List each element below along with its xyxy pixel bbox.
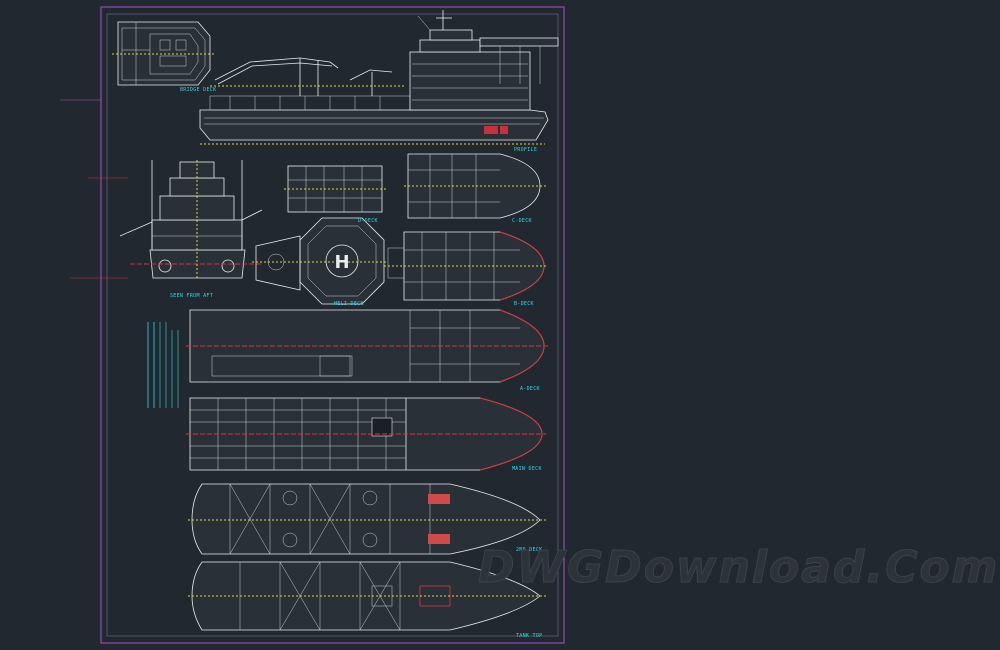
a-deck-plan	[186, 309, 548, 383]
label-profile: PROFILE	[514, 147, 537, 153]
label-b-deck: B-DECK	[514, 301, 534, 307]
label-c-deck: C-DECK	[512, 218, 532, 224]
label-main-deck: MAIN DECK	[512, 466, 542, 472]
heli-marker: H	[334, 252, 349, 273]
second-deck-plan	[188, 483, 546, 555]
c-deck-plan	[404, 153, 546, 219]
sheet-inner-frame	[106, 13, 559, 637]
watermark-text: DWGDownload.Com	[478, 542, 999, 593]
b-deck-plan	[384, 231, 548, 301]
label-heli-deck: HELI DECK	[334, 301, 364, 307]
general-notes-block	[147, 322, 179, 408]
seen-from-aft-view	[119, 160, 263, 280]
label-bridge-deck: BRIDGE DECK	[180, 87, 216, 93]
label-tank-top: TANK TOP	[516, 633, 542, 639]
bridge-deck-plan	[112, 21, 214, 86]
profile-view	[199, 10, 559, 145]
label-d-deck: D-DECK	[358, 218, 378, 224]
label-a-deck: A-DECK	[520, 386, 540, 392]
label-second-deck: 2ND DECK	[516, 547, 542, 553]
main-deck-plan	[186, 397, 546, 471]
label-seen-from-aft: SEEN FROM AFT	[170, 293, 213, 299]
d-deck-plan	[284, 165, 386, 213]
sheet-outer-frame	[100, 6, 565, 644]
heli-deck-plan	[252, 217, 388, 305]
tank-top-plan	[188, 561, 546, 631]
